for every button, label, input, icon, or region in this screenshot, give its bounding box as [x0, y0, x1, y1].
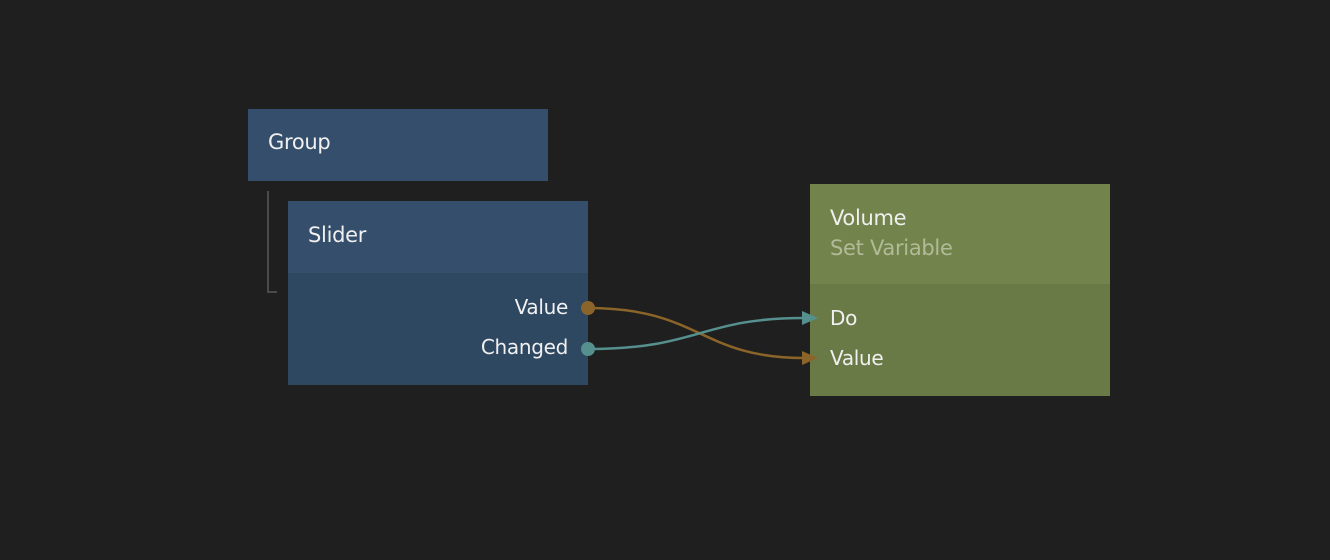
volume-node-header: Volume Set Variable — [810, 184, 1110, 284]
group-node-title: Group — [268, 130, 331, 154]
volume-node[interactable]: Volume Set Variable Do Value — [810, 184, 1110, 396]
input-value-label: Value — [830, 346, 884, 370]
port-changed-output[interactable] — [581, 342, 595, 356]
arrow-value-input-icon[interactable] — [802, 351, 818, 365]
slider-node-title: Slider — [308, 223, 367, 247]
slider-node-header: Slider — [288, 201, 588, 273]
port-value-output[interactable] — [581, 301, 595, 315]
hierarchy-bracket — [267, 191, 277, 293]
output-changed-label: Changed — [480, 335, 568, 359]
output-value-label: Value — [514, 295, 569, 319]
input-do-label: Do — [830, 306, 858, 330]
arrow-do-input-icon[interactable] — [802, 311, 818, 325]
volume-node-title: Volume — [830, 206, 907, 230]
connection-changed[interactable] — [587, 316, 805, 351]
slider-node[interactable]: Slider Value Changed — [288, 201, 588, 385]
volume-node-subtitle: Set Variable — [830, 236, 953, 260]
group-node[interactable]: Group — [248, 109, 548, 181]
connection-value[interactable] — [587, 306, 805, 360]
